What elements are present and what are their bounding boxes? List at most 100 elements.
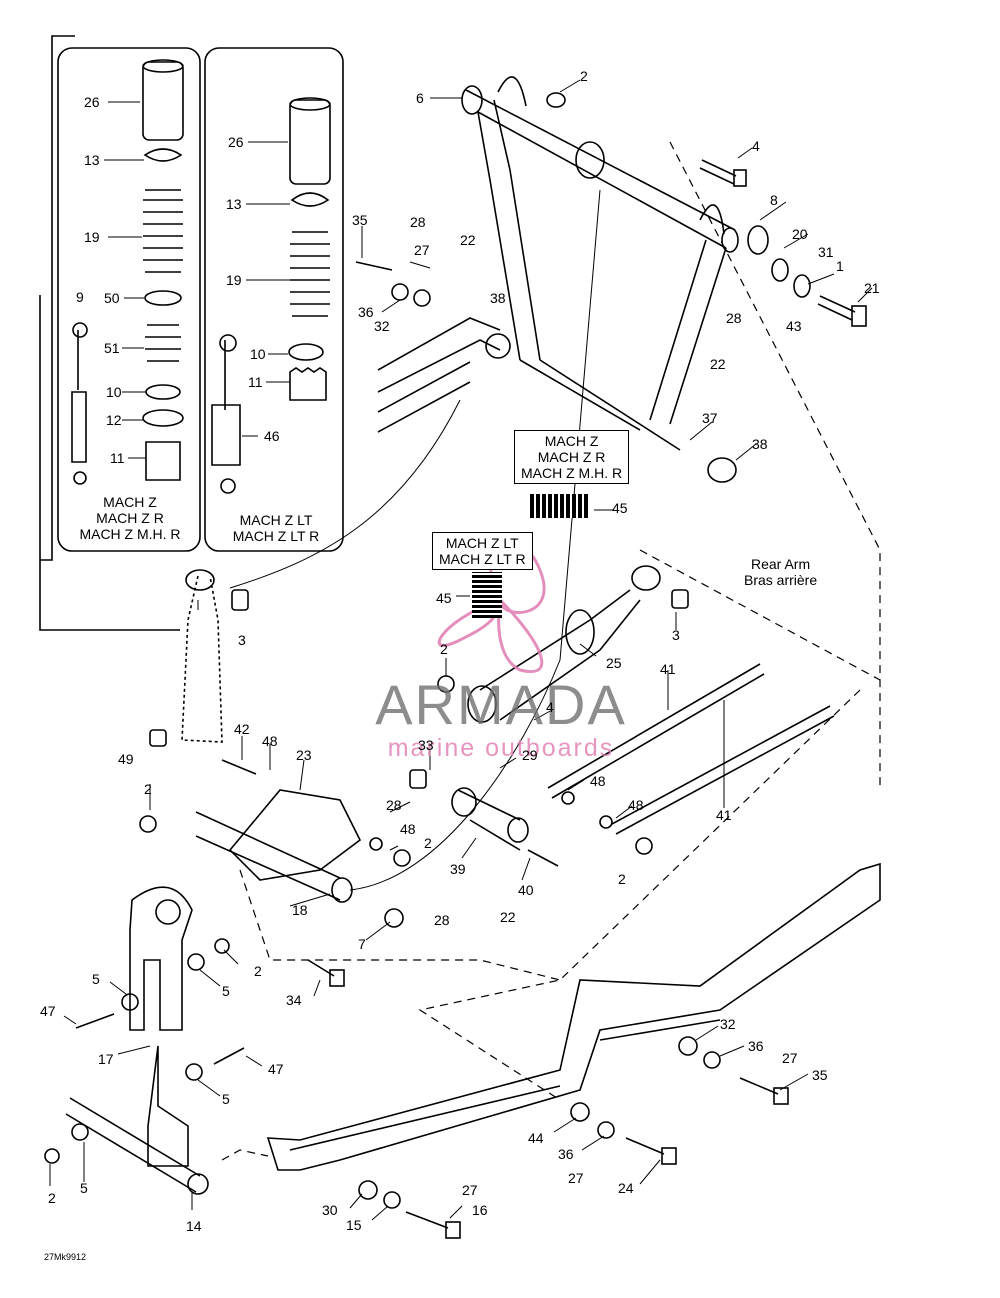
watermark-brand: ARMADA [375,673,627,736]
right-box-model-2: MACH Z LT R [232,528,320,544]
decal-top-model-1: MACH Z [544,433,599,449]
callout-3: 3 [238,632,246,648]
decal-45-mid [472,572,502,618]
callout-5: 5 [92,971,100,987]
callout-49: 49 [118,751,134,767]
callout-51: 51 [104,340,120,356]
callout-47: 47 [40,1003,56,1019]
reference-code: 27Mk9912 [44,1252,87,1262]
callout-45: 45 [612,500,628,516]
callout-26: 26 [84,94,100,110]
decal-top-model-2: MACH Z R [537,449,606,465]
right-box-models: MACH Z LT MACH Z LT R [214,512,338,544]
callout-30: 30 [322,1202,338,1218]
callout-29: 29 [522,747,538,763]
callout-2: 2 [254,963,262,979]
callout-2: 2 [144,781,152,797]
callout-13: 13 [226,196,242,212]
callout-27: 27 [568,1170,584,1186]
callout-19: 19 [84,229,100,245]
callout-42: 42 [234,721,250,737]
callout-34: 34 [286,992,302,1008]
callout-36: 36 [558,1146,574,1162]
callout-14: 14 [186,1218,202,1234]
callout-35: 35 [812,1067,828,1083]
callout-16: 16 [472,1202,488,1218]
callout-50: 50 [104,290,120,306]
callout-36: 36 [358,304,374,320]
callout-48: 48 [262,733,278,749]
left-box-model-1: MACH Z [103,494,157,510]
callout-40: 40 [518,882,534,898]
callout-28: 28 [434,912,450,928]
callout-21: 21 [864,280,880,296]
callout-3: 3 [672,627,680,643]
rear-arm-label: Rear Arm Bras arrière [744,556,817,588]
callout-24: 24 [618,1180,634,1196]
callout-5: 5 [222,983,230,999]
callout-43: 43 [786,318,802,334]
callout-48: 48 [628,797,644,813]
decal-mid-model-2: MACH Z LT R [439,551,526,567]
callout-48: 48 [400,821,416,837]
callout-6: 6 [416,90,424,106]
rear-arm-en: Rear Arm [751,556,811,572]
callout-23: 23 [296,747,312,763]
left-box-model-2: MACH Z R [96,510,164,526]
decal-box-mid: MACH Z LT MACH Z LT R [432,532,533,570]
callout-25: 25 [606,655,622,671]
callout-4: 4 [752,138,760,154]
callout-38: 38 [752,436,768,452]
callout-41: 41 [660,661,676,677]
detail-box-left [57,47,201,552]
callout-39: 39 [450,861,466,877]
callout-28: 28 [726,310,742,326]
callout-27: 27 [782,1050,798,1066]
callout-5: 5 [222,1091,230,1107]
decal-mid-model-1: MACH Z LT [445,535,519,551]
decal-45-top [530,494,590,518]
callout-22: 22 [710,356,726,372]
callout-31: 31 [818,244,834,260]
detail-box-right [204,47,344,552]
callout-48: 48 [590,773,606,789]
callout-35: 35 [352,212,368,228]
callout-32: 32 [720,1016,736,1032]
callout-2: 2 [48,1190,56,1206]
callout-27: 27 [414,242,430,258]
callout-41: 41 [716,807,732,823]
callout-5: 5 [80,1180,88,1196]
callout-47: 47 [268,1061,284,1077]
callout-11: 11 [248,374,263,390]
callout-9: 9 [76,289,84,305]
callout-2: 2 [440,641,448,657]
callout-28: 28 [410,214,426,230]
callout-10: 10 [106,384,122,400]
callout-46: 46 [264,428,280,444]
callout-27: 27 [462,1182,478,1198]
callout-26: 26 [228,134,244,150]
callout-10: 10 [250,346,266,362]
callout-2: 2 [580,68,588,84]
callout-22: 22 [500,909,516,925]
callout-8: 8 [770,192,778,208]
callout-36: 36 [748,1038,764,1054]
callout-37: 37 [702,410,718,426]
callout-12: 12 [106,412,122,428]
decal-box-top: MACH Z MACH Z R MACH Z M.H. R [514,430,630,484]
callout-44: 44 [528,1130,544,1146]
callout-18: 18 [292,902,308,918]
right-box-model-1: MACH Z LT [239,512,313,528]
callout-45: 45 [436,590,452,606]
callout-15: 15 [346,1217,362,1233]
callout-17: 17 [98,1051,114,1067]
callout-2: 2 [618,871,626,887]
callout-19: 19 [226,272,242,288]
callout-2: 2 [424,835,432,851]
watermark-tagline: marine outboards [387,734,615,762]
rear-arm-fr: Bras arrière [744,572,818,588]
callout-13: 13 [84,152,100,168]
left-box-models: MACH Z MACH Z R MACH Z M.H. R [68,494,192,542]
decal-top-model-3: MACH Z M.H. R [521,465,623,481]
